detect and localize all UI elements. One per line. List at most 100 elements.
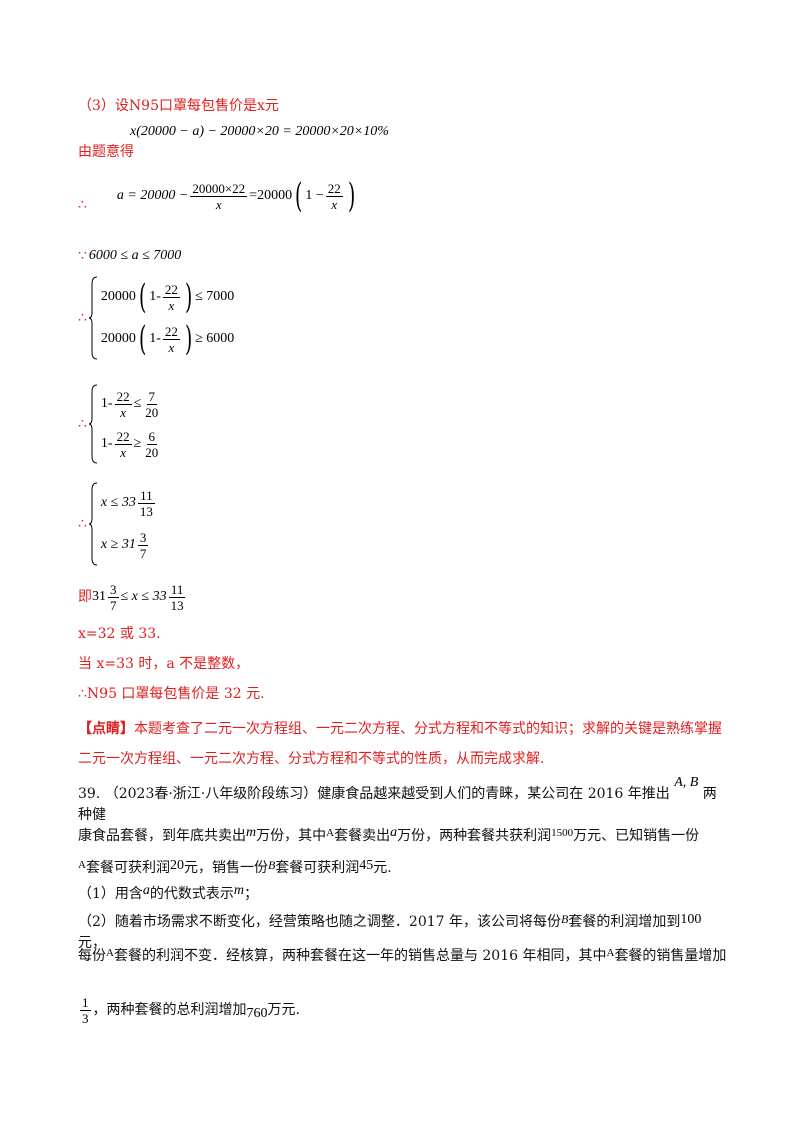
system-2: ∴ 1- 22 x ≤ 7 20 1- 22 x ≥ 6 20 [78, 384, 162, 464]
result-3: ∴N95 口罩每包售价是 32 元. [78, 686, 265, 702]
val-1500: 1500 [551, 827, 574, 839]
val-45: 45 [359, 858, 374, 873]
ge-symbol: ≥ [133, 436, 142, 451]
system-1: ∴ 20000 ( 1- 22 x ) ≤ 7000 20000 ( 1- 22… [78, 276, 234, 360]
text: 套餐的销售量增加 [614, 948, 727, 964]
var-A: A [106, 947, 114, 959]
var-m: m [233, 883, 245, 898]
system-2-line-2: 1- 22 x ≥ 6 20 [101, 429, 162, 460]
numerator: 22 [162, 323, 180, 340]
therefore-symbol: ∴ [78, 310, 87, 326]
le-7000: ≤ 7000 [195, 289, 235, 304]
problem-source: （2023春·浙江·八年级阶段练习） [104, 786, 318, 802]
given-label: 由题意得 [78, 144, 134, 160]
var-A: A [606, 947, 615, 959]
text: 元，销售一份 [183, 860, 268, 876]
numerator: 22 [325, 180, 343, 197]
system-3-line-1: x ≤ 33 11 13 [101, 488, 157, 519]
numerator: 22 [162, 281, 180, 298]
problem-line-2: 康食品套餐，到年底共卖出m万份，其中A套餐卖出a万份，两种套餐共获利润1500万… [78, 825, 728, 847]
fraction-7-over-20: 7 20 [143, 389, 160, 420]
fraction-22-over-x: 22 x [162, 281, 180, 313]
one-dash: 1- [100, 436, 113, 451]
text: 元， [78, 935, 106, 951]
left-paren: ( [138, 319, 147, 359]
denominator: 20 [145, 404, 159, 420]
text: ； [244, 886, 259, 902]
text: 元. [373, 860, 392, 876]
var-a: a [390, 825, 398, 840]
fraction-6-over-20: 6 20 [143, 429, 160, 460]
one-dash: 1- [149, 331, 161, 346]
numerator: 11 [168, 581, 186, 598]
result-1: x=32 或 33. [78, 626, 161, 642]
system-3-line-2: x ≥ 31 3 7 [101, 530, 157, 561]
system-1-line-2: 20000 ( 1- 22 x ) ≥ 6000 [101, 322, 234, 356]
system-3: ∴ x ≤ 33 11 13 x ≥ 31 3 7 [78, 482, 157, 566]
combined-inequality: 即 31 3 7 ≤ x ≤ 33 11 13 [78, 580, 188, 614]
therefore-symbol: ∴ [78, 416, 87, 432]
question-1: （1）用含a的代数式表示m； [78, 883, 728, 905]
denominator: 7 [110, 597, 117, 613]
fraction-11-over-13: 11 13 [138, 488, 155, 519]
denominator: 7 [139, 545, 147, 561]
left-brace [88, 482, 99, 566]
comment-text: 本题考查了二元一次方程组、一元二次方程、分式方程和不等式的知识；求解的关键是熟练… [78, 721, 722, 767]
numerator: 6 [146, 428, 158, 445]
numerator: 11 [138, 487, 155, 504]
result-2: 当 x=33 时，a 不是整数， [78, 656, 250, 672]
fraction-22-over-x: 22 x [114, 389, 132, 420]
text: 套餐的利润增加到 [568, 914, 681, 930]
fraction-1-over-3: 1 3 [80, 995, 91, 1026]
one-minus: 1 − [305, 188, 324, 203]
one-dash: 1- [100, 396, 113, 411]
term-20000: 20000 [100, 331, 136, 346]
one-dash: 1- [149, 289, 161, 304]
range-a: 6000 ≤ a ≤ 7000 [88, 248, 182, 263]
var-A: A [326, 827, 335, 839]
mid-inequality: ≤ x ≤ 33 [120, 589, 167, 604]
text: 康食品套餐，到年底共卖出 [78, 828, 246, 844]
text: 万份，两种套餐共获利润 [397, 828, 552, 844]
text: 万元. [267, 1002, 300, 1018]
var-a: a [142, 883, 150, 898]
text: 套餐卖出 [334, 828, 391, 844]
numerator: 22 [114, 428, 132, 445]
term-20000: 20000 [100, 289, 136, 304]
val-760: 760 [246, 1006, 268, 1021]
denominator: x [120, 404, 126, 420]
var-A: A [78, 859, 86, 871]
var-m: m [246, 825, 257, 840]
a-expression: ∴ a = 20000 − 20000×22 x =20000 ( 1 − 22… [78, 176, 358, 216]
ge-6000: ≥ 6000 [195, 331, 235, 346]
text: 万份，其中 [256, 828, 327, 844]
var-ab: A, B [674, 775, 699, 790]
fraction-22-over-x: 22 x [325, 180, 343, 212]
denominator: x [168, 339, 175, 355]
text: ，两种套餐的总利润增加 [92, 1002, 247, 1018]
fraction-3-over-7: 3 7 [108, 582, 119, 613]
text: 每份 [78, 948, 106, 964]
le-symbol: ≤ [133, 396, 142, 411]
question-2-line-1: （2）随着市场需求不断变化，经营策略也随之调整．2017 年，该公司将每份B套餐… [78, 912, 728, 953]
left-paren: ( [138, 277, 147, 317]
text: 万元、已知销售一份 [573, 828, 700, 844]
equation-given: 由题意得 x(20000 − a) − 20000×20 = 20000×20×… [78, 124, 389, 162]
problem-number: 39. [78, 786, 101, 802]
text: （2）随着市场需求不断变化，经营策略也随之调整．2017 年，该公司将每份 [78, 914, 561, 930]
text: 套餐可获利润 [85, 860, 170, 876]
problem-line-1: 39. （2023春·浙江·八年级阶段练习）健康食品越来越受到人们的青睐，某公司… [78, 775, 728, 825]
fraction-22-over-x: 22 x [114, 428, 132, 460]
therefore-symbol: ∴ [78, 516, 87, 532]
right-paren: ) [347, 176, 356, 216]
fraction-20000x22-over-x: 20000×22 x [190, 181, 248, 212]
right-paren: ) [184, 277, 193, 317]
left-brace [88, 384, 99, 464]
problem-text-b: 两种健 [78, 786, 717, 823]
text: （1）用含 [78, 886, 143, 902]
var-B: B [267, 858, 276, 872]
fraction-11-over-13: 11 13 [168, 581, 186, 613]
question-2-line-2: 每份A套餐的利润不变．经核算，两种套餐在这一年的销售总量与 2016 年相同，其… [78, 946, 728, 967]
comment-label: 【点睛】 [78, 721, 134, 737]
